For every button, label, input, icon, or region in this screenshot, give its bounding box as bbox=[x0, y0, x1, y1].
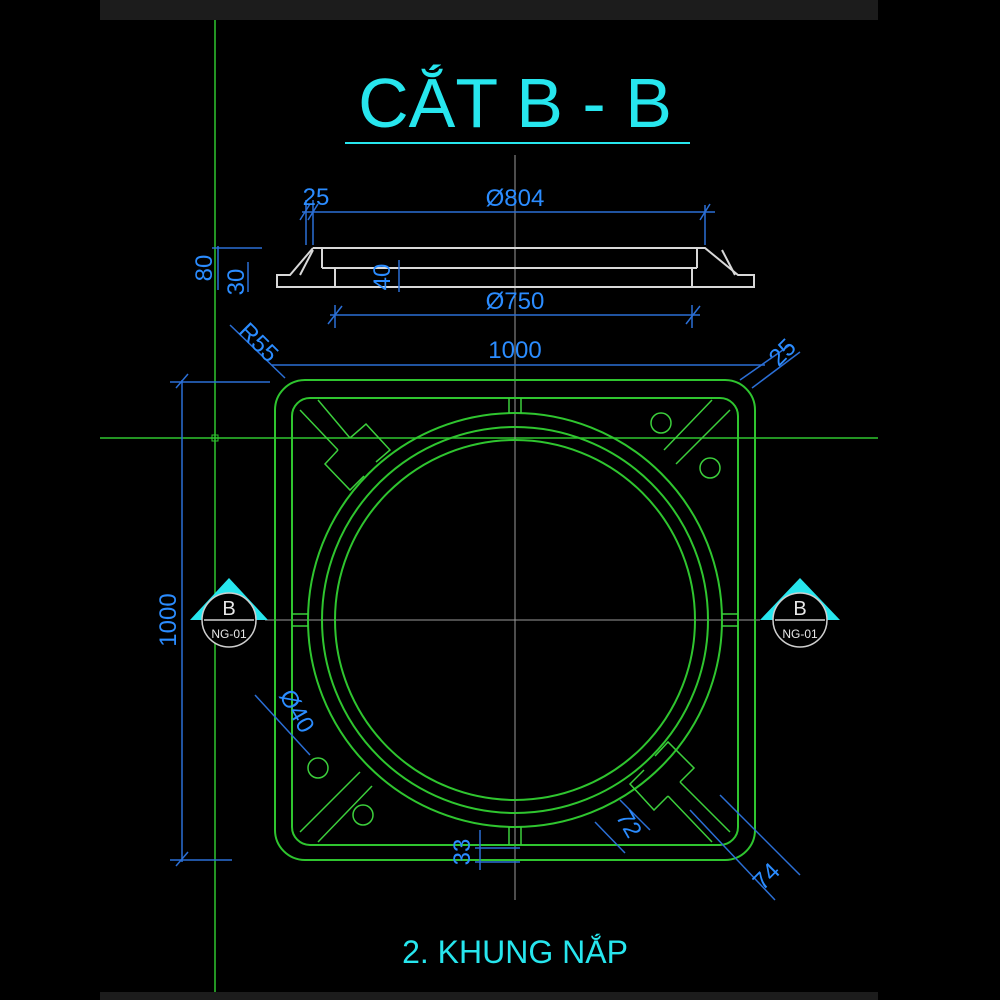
section-profile bbox=[276, 247, 755, 288]
section-letter: B bbox=[222, 598, 235, 620]
dim-80: 80 bbox=[191, 255, 218, 282]
bottom-bar bbox=[100, 992, 878, 1000]
drawing-caption: 2. KHUNG NẮP bbox=[402, 934, 628, 970]
dim-dia-750: Ø750 bbox=[486, 288, 545, 315]
dim-1000-width: 1000 bbox=[488, 337, 541, 364]
section-marker-left: B NG-01 bbox=[190, 578, 268, 648]
dim-30: 30 bbox=[223, 269, 250, 296]
dim-dia-804: Ø804 bbox=[486, 185, 545, 212]
section-ref: NG-01 bbox=[211, 627, 247, 641]
dim-40: 40 bbox=[369, 264, 396, 291]
top-bar bbox=[100, 0, 878, 20]
dim-25-top: 25 bbox=[303, 184, 330, 211]
section-letter: B bbox=[793, 598, 806, 620]
section-ref: NG-01 bbox=[782, 627, 818, 641]
grip-point bbox=[211, 434, 219, 442]
section-marker-right: B NG-01 bbox=[760, 578, 840, 648]
frame-plan bbox=[274, 379, 756, 861]
profile-dimensions bbox=[212, 200, 715, 328]
drawing-title: CẮT B - B bbox=[358, 63, 672, 142]
dim-33: 33 bbox=[449, 839, 476, 866]
dim-1000-height: 1000 bbox=[155, 593, 182, 646]
